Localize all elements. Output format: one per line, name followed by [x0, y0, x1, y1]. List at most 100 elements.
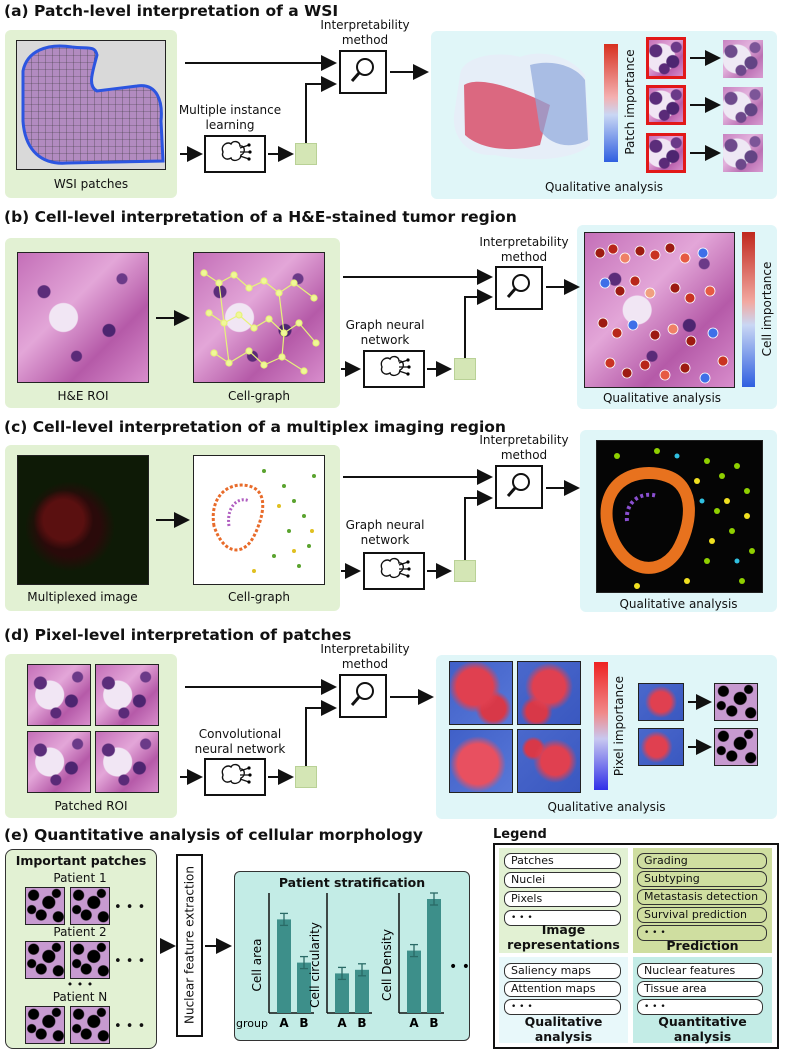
patient-n-patch-2	[70, 1006, 110, 1044]
interpretability-label-c: Interpretability method	[479, 433, 569, 462]
chart-1-tick-B: B	[357, 1016, 366, 1030]
zoomed-cells-1	[714, 683, 758, 721]
interpretability-method-b	[495, 266, 543, 310]
brain-network-icon	[218, 139, 252, 169]
chart-2-ylabel: Cell Density	[380, 929, 394, 1001]
legend-quantitative-caption: Quantitative analysis	[658, 1014, 747, 1044]
multiplexed-image	[17, 455, 149, 585]
patient-2-patch-1	[25, 941, 65, 979]
legend-title: Legend	[493, 827, 547, 842]
cell-importance-overlay	[594, 242, 729, 384]
legend-item-tissue-area: Tissue area	[637, 981, 763, 997]
cell-graph-c-label: Cell-graph	[228, 590, 290, 604]
patient-1-patch-1	[25, 887, 65, 925]
legend-item-nuclear-features: Nuclear features	[637, 963, 763, 979]
interpretability-method-c	[495, 465, 543, 509]
important-patches-title: Important patches	[15, 853, 147, 868]
roi-patch-4	[95, 731, 159, 793]
cell-importance-image	[584, 232, 735, 388]
saliency-patch-3	[449, 729, 513, 793]
legend-item-qualitative-more: • • •	[504, 999, 621, 1015]
patient-1-label: Patient 1	[53, 871, 107, 885]
cnn-network	[204, 758, 266, 796]
legend-item-metastasis: Metastasis detection	[637, 889, 767, 905]
chart-0-tick-B: B	[299, 1016, 308, 1030]
chart-2-bar-B	[427, 899, 441, 1013]
section-e-title: (e) Quantitative analysis of cellular mo…	[4, 826, 423, 844]
pixel-importance-colorbar	[594, 662, 608, 790]
brain-network-icon	[377, 354, 411, 384]
chart-1-bar-A	[335, 973, 349, 1013]
legend-item-image-more: • • •	[504, 910, 621, 926]
legend-item-quantitative-more: • • •	[637, 999, 763, 1015]
cell-graph-b-label: Cell-graph	[228, 389, 290, 403]
legend-item-saliency: Saliency maps	[504, 963, 621, 979]
interpretability-label-a: Interpretability method	[320, 18, 410, 47]
chart-0-bar-B	[297, 962, 311, 1013]
cell-graph-b-overlay	[200, 269, 320, 375]
saliency-patch-1	[449, 661, 513, 725]
patient-2-label: Patient 2	[53, 925, 107, 939]
chart-0-ylabel: Cell area	[250, 938, 264, 991]
legend-item-subtyping: Subtyping	[637, 871, 767, 887]
qualitative-analysis-b: Qualitative analysis	[602, 391, 722, 405]
magnifier-icon	[504, 470, 534, 504]
gnn-network-c	[363, 552, 425, 590]
chart-2-tick-B: B	[429, 1016, 438, 1030]
mil-label: Multiple instance learning	[178, 103, 282, 132]
patch-importance-colorbar	[604, 44, 618, 162]
mil-network	[204, 135, 266, 173]
section-a-title: (a) Patch-level interpretation of a WSI	[4, 2, 339, 20]
multiplex-importance-image	[596, 440, 763, 593]
gnn-output-c	[454, 560, 476, 582]
saliency-patch-2	[517, 661, 581, 725]
zoomed-saliency-2	[638, 728, 684, 766]
pixel-importance-label: Pixel importance	[612, 675, 626, 777]
interpretability-label-d: Interpretability method	[320, 642, 410, 671]
patched-roi-label: Patched ROI	[54, 799, 128, 813]
wsi-patches-label: WSI patches	[53, 177, 129, 191]
cell-graph-b-image	[193, 252, 325, 383]
zoomed-patch-1	[723, 40, 763, 78]
chart-2-tick-A: A	[409, 1016, 419, 1030]
nuclear-feature-extraction-label: Nuclear feature extraction	[182, 866, 197, 1024]
wsi-heatmap	[440, 45, 595, 165]
mil-output	[295, 143, 317, 165]
patient-n-label: Patient N	[52, 990, 108, 1004]
chart-0-tick-A: A	[279, 1016, 289, 1030]
zoomed-saliency-1	[638, 683, 684, 721]
more-features-ellipsis: • • •	[449, 959, 470, 975]
wsi-thumbnail	[16, 40, 166, 170]
cnn-label: Convolutional neural network	[194, 727, 286, 756]
legend-image-caption: Image representations	[507, 922, 620, 952]
section-d-title: (d) Pixel-level interpretation of patche…	[4, 626, 352, 644]
roi-patch-1	[27, 664, 91, 726]
important-patch-3	[646, 133, 686, 173]
patch-importance-label: Patch importance	[623, 49, 637, 155]
chart-0-bar-A	[277, 919, 291, 1013]
cell-graph-c-overlay	[211, 469, 316, 573]
legend-item-nuclei: Nuclei	[504, 872, 621, 888]
interpretability-method-a	[339, 50, 387, 94]
qualitative-analysis-a: Qualitative analysis	[544, 180, 664, 194]
legend-prediction-caption: Prediction	[666, 938, 739, 953]
wsi-outline	[21, 44, 165, 165]
section-b-title: (b) Cell-level interpretation of a H&E-s…	[4, 208, 517, 226]
he-roi-label: H&E ROI	[57, 389, 109, 403]
interpretability-method-d	[339, 674, 387, 718]
chart-2-bar-A	[407, 950, 421, 1013]
nuclear-feature-extraction-box: Nuclear feature extraction	[176, 854, 203, 1037]
section-c-title: (c) Cell-level interpretation of a multi…	[4, 418, 506, 436]
patient-2-patch-2	[70, 941, 110, 979]
legend-item-grading: Grading	[637, 853, 767, 869]
patient-1-more: • • •	[114, 900, 146, 915]
multiplex-importance-overlay	[600, 448, 755, 589]
patient-2-more: • • •	[114, 954, 146, 969]
legend-item-survival: Survival prediction	[637, 907, 767, 923]
patients-ellipsis: • • •	[66, 978, 94, 991]
brain-network-icon	[218, 762, 252, 792]
cell-graph-c-image	[193, 455, 325, 585]
legend-item-attention: Attention maps	[504, 981, 621, 997]
chart-1-bar-B	[355, 969, 369, 1013]
